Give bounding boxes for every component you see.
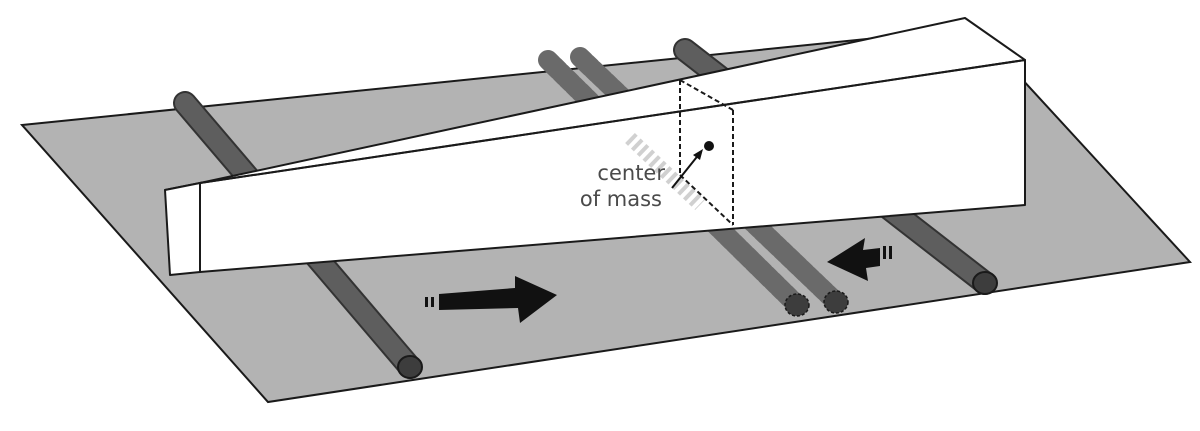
center-of-mass-pointer-icon (671, 149, 703, 189)
center-of-mass-dot (704, 141, 714, 151)
left-arrow-icon (827, 238, 892, 281)
tapered-beam (164, 17, 1026, 276)
left-roller-end (397, 355, 423, 379)
center-of-mass-label-line1: center (597, 161, 665, 185)
right-roller-end (972, 271, 998, 295)
center-of-mass-section (679, 79, 734, 226)
beam-left-end-face (164, 182, 201, 276)
right-arrow-icon (425, 276, 557, 323)
center-of-mass-label-line2: of mass (580, 187, 662, 211)
